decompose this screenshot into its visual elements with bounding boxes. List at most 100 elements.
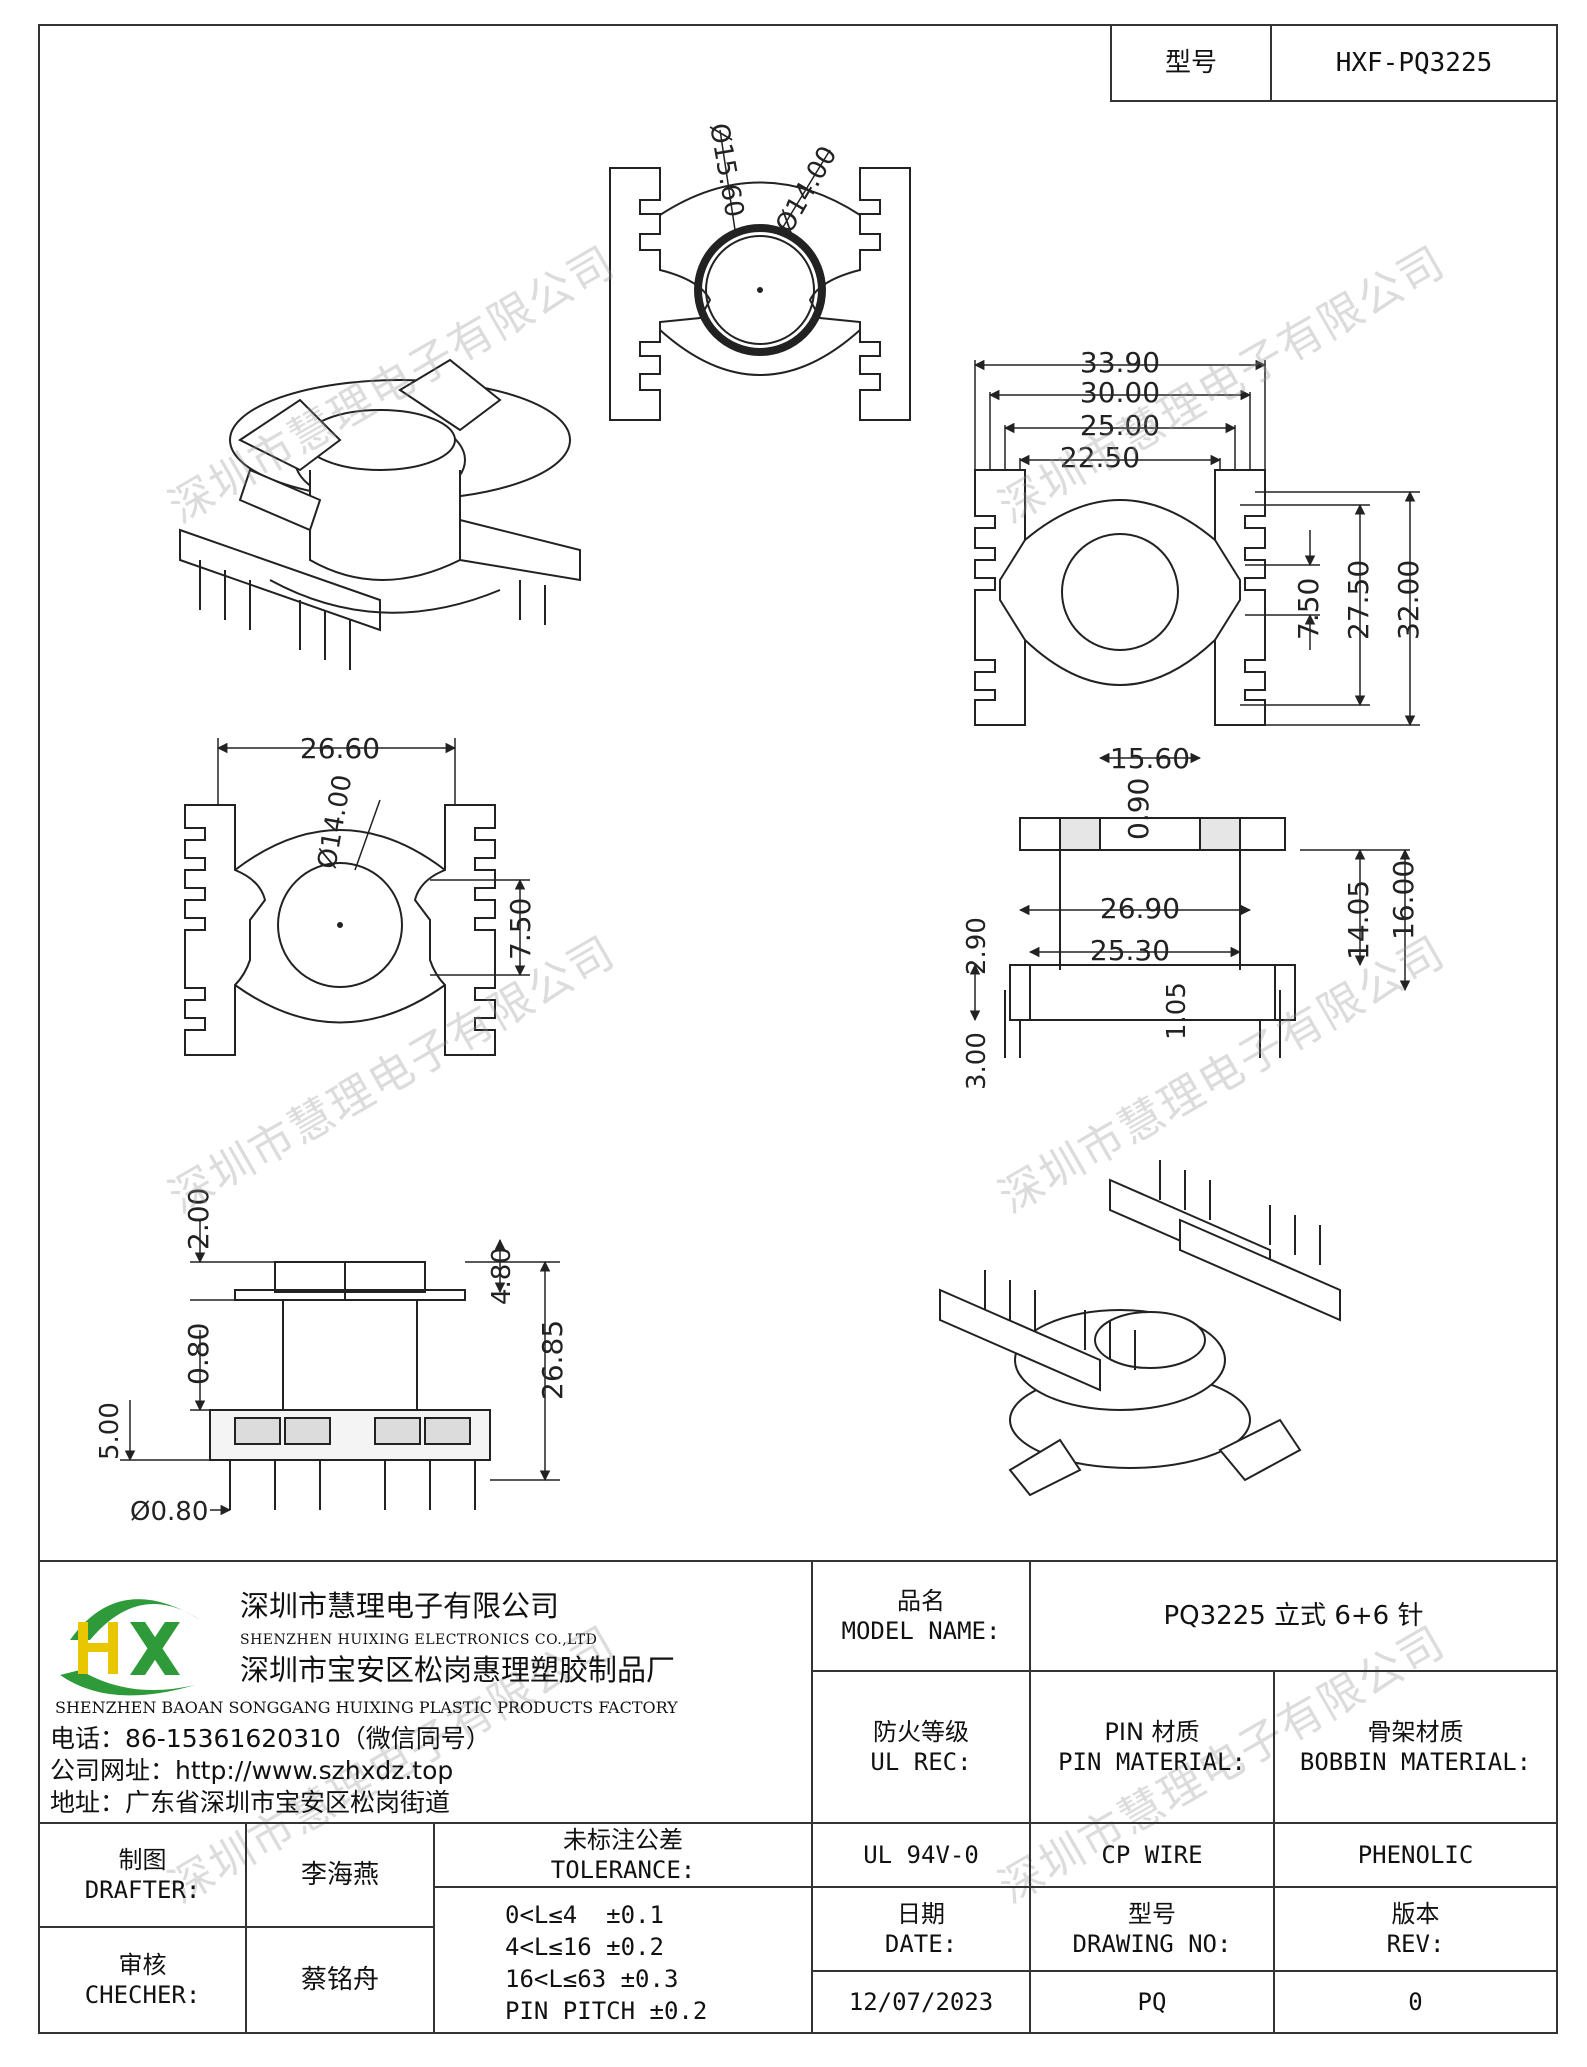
tolerance-line: 0<L≤4 ±0.1 <box>505 1901 664 1929</box>
checker-label: 审核 CHECHER: <box>38 1926 247 2034</box>
dim-top-d1: Ø15.60 <box>703 121 749 220</box>
dim-rm-w3: 25.30 <box>1090 934 1170 967</box>
dim-rm-w1: 15.60 <box>1110 742 1190 775</box>
company-phone: 电话：86-15361620310（微信同号） <box>50 1724 491 1753</box>
drafter-label-en: DRAFTER: <box>84 1876 201 1904</box>
title-block: 深圳市慧理电子有限公司 SHENZHEN HUIXING ELECTRONICS… <box>38 1560 1558 2034</box>
dim-rt-w1: 33.90 <box>1080 346 1160 379</box>
fire-label-en: UL REC: <box>870 1748 972 1776</box>
factory-name-cn: 深圳市宝安区松岗惠理塑胶制品厂 <box>240 1653 676 1687</box>
date-label-en: DATE: <box>884 1930 958 1958</box>
tolerance-values: 0<L≤4 ±0.1 4<L≤16 ±0.2 16<L≤63 ±0.3 PIN … <box>433 1886 813 2034</box>
pin-value: CP WIRE <box>1101 1841 1203 1869</box>
model-label: 型号 <box>1164 48 1217 78</box>
company-name-en: SHENZHEN HUIXING ELECTRONICS CO.,LTD <box>240 1632 598 1648</box>
fire-value-cell: UL 94V-0 <box>811 1822 1031 1888</box>
dim-rm-t1: 0.90 <box>1122 778 1155 840</box>
company-name-cn: 深圳市慧理电子有限公司 <box>240 1589 560 1623</box>
dim-rm-h2: 16.00 <box>1387 860 1420 940</box>
right-mid-view <box>969 752 1411 1058</box>
model-name-en: MODEL NAME: <box>841 1617 1001 1645</box>
dim-rt-h3: 32.00 <box>1392 560 1425 640</box>
fire-label: 防火等级 UL REC: <box>811 1670 1031 1824</box>
bobbin-label: 骨架材质 BOBBIN MATERIAL: <box>1273 1670 1558 1824</box>
rev-label-en: REV: <box>1386 1930 1445 1958</box>
left-bottom-view <box>120 1220 560 1516</box>
pin-label-cn: PIN 材质 <box>1104 1718 1200 1746</box>
fire-label-cn: 防火等级 <box>873 1718 969 1746</box>
company-address: 地址：广东省深圳市宝安区松岗街道 <box>50 1788 451 1817</box>
drafter-label: 制图 DRAFTER: <box>38 1822 247 1928</box>
tolerance-label: 未标注公差 TOLERANCE: <box>433 1822 813 1888</box>
checker-label-en: CHECHER: <box>84 1981 201 2009</box>
bobbin-label-en: BOBBIN MATERIAL: <box>1299 1748 1532 1776</box>
tolerance-label-cn: 未标注公差 <box>563 1826 683 1854</box>
dim-lb-f: Ø0.80 <box>130 1497 208 1527</box>
drafter-value: 李海燕 <box>300 1860 379 1890</box>
model-name-value: PQ3225 立式 6+6 针 <box>1163 1601 1424 1631</box>
drawing-label-cn: 型号 <box>1128 1900 1176 1928</box>
checker-value-cell: 蔡铭舟 <box>245 1926 435 2034</box>
checker-value: 蔡铭舟 <box>300 1965 379 1995</box>
dim-lb-b: 4.80 <box>487 1247 517 1305</box>
fire-value: UL 94V-0 <box>863 1841 979 1869</box>
tolerance-line: 16<L≤63 ±0.3 <box>505 1965 679 1993</box>
dim-lb-d: 26.85 <box>536 1320 569 1400</box>
bobbin-value-cell: PHENOLIC <box>1273 1822 1558 1888</box>
dim-rm-h1: 14.05 <box>1342 880 1375 960</box>
dim-rm-h4: 1.05 <box>1162 982 1192 1040</box>
technical-drawing: Ø15.60 Ø14.00 <box>95 121 1425 1527</box>
rev-label: 版本 REV: <box>1273 1886 1558 1972</box>
tolerance-line: PIN PITCH ±0.2 <box>505 1997 708 2025</box>
rev-value: 0 <box>1408 1988 1423 2016</box>
dim-rt-w3: 25.00 <box>1080 409 1160 442</box>
date-label: 日期 DATE: <box>811 1886 1031 1972</box>
dim-rt-h1: 7.50 <box>1292 578 1325 640</box>
bobbin-value: PHENOLIC <box>1357 1841 1474 1869</box>
drafter-value-cell: 李海燕 <box>245 1822 435 1928</box>
drafter-label-cn: 制图 <box>118 1846 167 1874</box>
top-view <box>609 129 911 421</box>
pin-label-en: PIN MATERIAL: <box>1058 1748 1246 1776</box>
pin-label: PIN 材质 PIN MATERIAL: <box>1029 1670 1275 1824</box>
dim-lm-d: Ø14.00 <box>312 773 358 872</box>
dim-lb-e: 5.00 <box>95 1402 125 1460</box>
model-name-label: 品名 MODEL NAME: <box>811 1560 1031 1672</box>
date-value: 12/07/2023 <box>848 1988 994 2016</box>
dim-rt-w2: 30.00 <box>1080 376 1160 409</box>
left-mid-view <box>184 738 530 1056</box>
pin-value-cell: CP WIRE <box>1029 1822 1275 1888</box>
factory-name-en: SHENZHEN BAOAN SONGGANG HUIXING PLASTIC … <box>55 1698 678 1717</box>
drawing-label-en: DRAWING NO: <box>1072 1930 1232 1958</box>
dim-rt-w4: 22.50 <box>1060 441 1140 474</box>
drawing-label: 型号 DRAWING NO: <box>1029 1886 1275 1972</box>
checker-label-cn: 审核 <box>118 1951 167 1979</box>
tolerance-label-en: TOLERANCE: <box>550 1856 696 1884</box>
rev-label-cn: 版本 <box>1391 1900 1440 1928</box>
model-name-cn: 品名 <box>897 1587 945 1615</box>
iso-view-2 <box>939 1160 1341 1497</box>
company-logo <box>60 1599 200 1696</box>
dim-top-d2: Ø14.00 <box>770 141 843 238</box>
dim-lb-c: 0.80 <box>182 1323 215 1385</box>
iso-view-1 <box>179 358 581 670</box>
drawing-value: PQ <box>1137 1988 1167 2016</box>
date-label-cn: 日期 <box>897 1900 945 1928</box>
right-top-view <box>973 359 1420 727</box>
date-value-cell: 12/07/2023 <box>811 1970 1031 2034</box>
model-name-value-cell: PQ3225 立式 6+6 针 <box>1029 1560 1558 1672</box>
dim-rm-h3: 2.90 <box>962 917 992 975</box>
dim-lm-h: 7.50 <box>504 898 537 960</box>
dim-rm-h5: 3.00 <box>962 1032 992 1090</box>
bobbin-label-cn: 骨架材质 <box>1367 1718 1464 1746</box>
company-website: 公司网址：http://www.szhxdz.top <box>50 1756 454 1785</box>
drawing-value-cell: PQ <box>1029 1970 1275 2034</box>
company-info: 深圳市慧理电子有限公司 SHENZHEN HUIXING ELECTRONICS… <box>38 1560 813 1824</box>
dim-rt-h2: 27.50 <box>1342 560 1375 640</box>
tolerance-line: 4<L≤16 ±0.2 <box>505 1933 664 1961</box>
dim-rm-w2: 26.90 <box>1100 892 1180 925</box>
model-value-cell: HXF-PQ3225 <box>1270 24 1558 102</box>
model-value: HXF-PQ3225 <box>1335 48 1493 78</box>
dim-lm-w: 26.60 <box>300 732 380 765</box>
rev-value-cell: 0 <box>1273 1970 1558 2034</box>
